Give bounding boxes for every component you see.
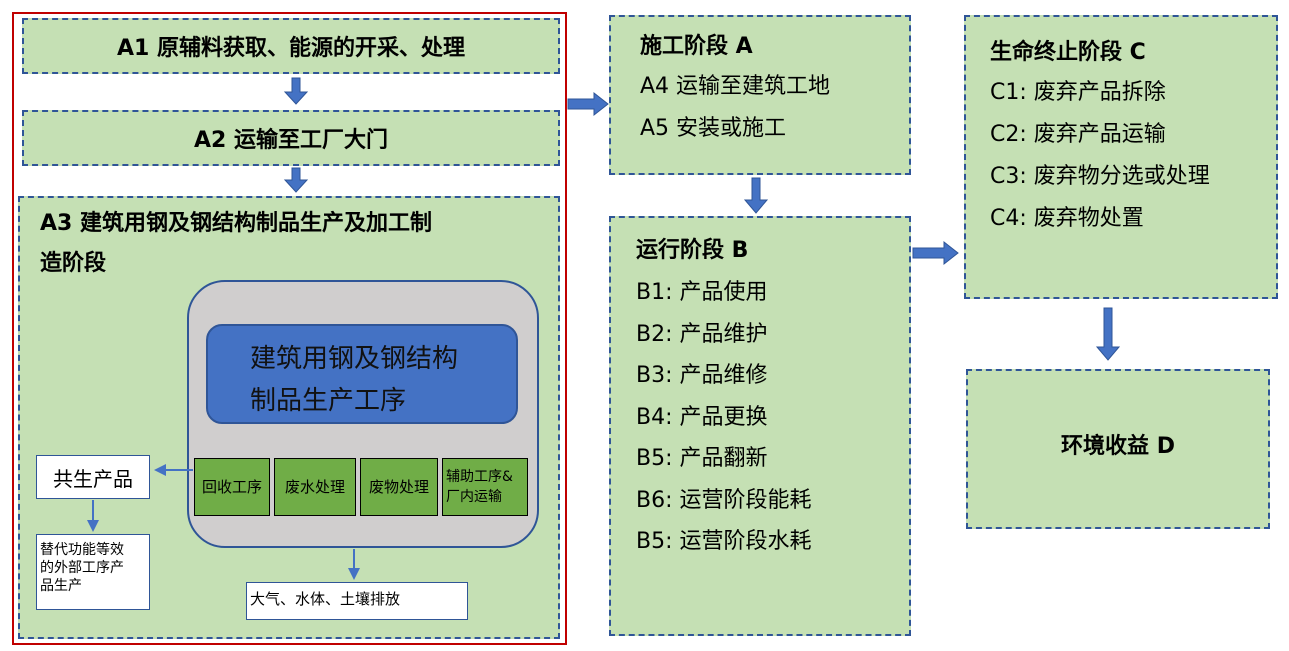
operation-item-b4: B4: 产品更换 [636, 404, 768, 430]
wastewater-process: 废水处理 [274, 458, 356, 516]
a1-label: A1 原辅料获取、能源的开采、处理 [117, 36, 465, 61]
coproduct-box: 共生产品 [36, 455, 150, 499]
core-process-line2: 制品生产工序 [250, 386, 407, 416]
wastewater-label: 废水处理 [284, 478, 345, 496]
construction-items: A4 运输至建筑工地 A5 安装或施工 [640, 66, 830, 150]
arrow-operation-end-of-life [912, 240, 959, 266]
recycling-process: 回收工序 [194, 458, 270, 516]
core-process-box: 建筑用钢及钢结构 制品生产工序 [206, 324, 518, 424]
arrow-construction-operation [743, 177, 769, 214]
operation-item-b5-water: B5: 运营阶段水耗 [636, 529, 812, 554]
construction-item-a4: A4 运输至建筑工地 [640, 74, 831, 99]
substitute-line3: 品生产 [40, 578, 82, 594]
arrow-recycling-coproduct-head [154, 464, 166, 476]
auxiliary-line2: 厂内运输 [446, 489, 502, 505]
recycling-label: 回收工序 [201, 478, 262, 496]
a3-title-line1: A3 建筑用钢及钢结构制品生产及加工制 [40, 211, 432, 236]
operation-item-b6: B6: 运营阶段能耗 [636, 487, 812, 513]
construction-item-a5: A5 安装或施工 [640, 116, 787, 141]
arrow-a1-a2 [283, 77, 309, 105]
operation-item-b3: B3: 产品维修 [636, 363, 768, 388]
operation-title: 运行阶段 B [636, 238, 749, 263]
construction-title: 施工阶段 A [640, 34, 753, 59]
arrow-process-emissions-head [348, 568, 360, 580]
a2-box: A2 运输至工厂大门 [22, 110, 560, 166]
construction-box [609, 15, 911, 175]
waste-process: 废物处理 [360, 458, 438, 516]
waste-label: 废物处理 [368, 478, 429, 496]
benefit-title: 环境收益 D [1061, 434, 1175, 459]
operation-box [609, 216, 911, 636]
operation-item-b2: B2: 产品维护 [636, 321, 768, 347]
end-of-life-item-c2: C2: 废弃产品运输 [990, 122, 1166, 147]
emissions-label: 大气、水体、土壤排放 [250, 590, 401, 608]
arrow-a-construction [567, 91, 609, 117]
coproduct-label: 共生产品 [53, 466, 133, 491]
end-of-life-box [964, 15, 1278, 299]
core-process-line1: 建筑用钢及钢结构 [250, 344, 459, 374]
operation-item-b5: B5: 产品翻新 [636, 446, 768, 471]
substitute-box: 替代功能等效 的外部工序产 品生产 [36, 534, 150, 610]
end-of-life-item-c3: C3: 废弃物分选或处理 [990, 164, 1210, 189]
substitute-line2: 的外部工序产 [40, 560, 124, 576]
auxiliary-process: 辅助工序& 厂内运输 [442, 458, 528, 516]
end-of-life-item-c1: C1: 废弃产品拆除 [990, 80, 1166, 105]
arrow-end-of-life-benefit [1095, 307, 1121, 361]
a2-label: A2 运输至工厂大门 [194, 128, 388, 153]
operation-items: B1: 产品使用 B2: 产品维护 B3: 产品维修 B4: 产品更换 B5: … [636, 272, 812, 563]
arrow-coproduct-substitute-head [87, 520, 99, 532]
a1-box: A1 原辅料获取、能源的开采、处理 [22, 18, 560, 74]
stage-a-frame [12, 12, 567, 645]
arrow-a2-a3 [283, 167, 309, 193]
benefit-box: 环境收益 D [966, 369, 1270, 529]
a3-title: A3 建筑用钢及钢结构制品生产及加工制 造阶段 [40, 204, 432, 284]
operation-item-b1: B1: 产品使用 [636, 280, 768, 305]
substitute-line1: 替代功能等效 [40, 542, 124, 558]
end-of-life-item-c4: C4: 废弃物处置 [990, 206, 1144, 231]
a3-title-line2: 造阶段 [40, 251, 107, 276]
auxiliary-line1: 辅助工序& [446, 469, 513, 485]
emissions-box: 大气、水体、土壤排放 [246, 582, 468, 620]
end-of-life-title: 生命终止阶段 C [990, 40, 1146, 65]
end-of-life-items: C1: 废弃产品拆除 C2: 废弃产品运输 C3: 废弃物分选或处理 C4: 废… [990, 72, 1210, 240]
